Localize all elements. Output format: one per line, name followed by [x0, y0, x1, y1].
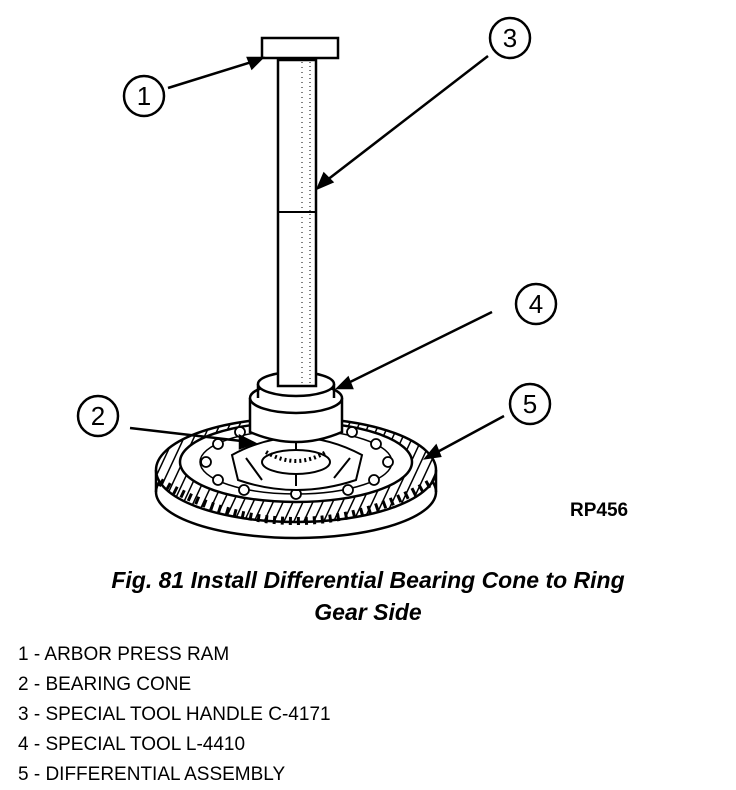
callout-1-label: 1	[137, 81, 151, 111]
figure-caption: Fig. 81 Install Differential Bearing Con…	[0, 564, 736, 628]
callout-4-label: 4	[529, 289, 543, 319]
callout-1: 1	[122, 74, 166, 118]
callout-5-label: 5	[523, 389, 537, 419]
legend-item-3: 3 - SPECIAL TOOL HANDLE C-4171	[18, 704, 331, 725]
legend-item-1: 1 - ARBOR PRESS RAM	[18, 644, 230, 665]
callout-5: 5	[508, 382, 552, 426]
figure-caption-line-2: Gear Side	[314, 599, 422, 625]
arbor-press-ram-drawing	[260, 36, 340, 60]
callout-2: 2	[76, 394, 120, 438]
callout-3: 3	[488, 16, 532, 60]
leader-lines	[129, 55, 505, 460]
legend-item-5: 5 - DIFFERENTIAL ASSEMBLY	[18, 764, 286, 785]
callout-3-label: 3	[503, 23, 517, 53]
legend-item-4: 4 - SPECIAL TOOL L-4410	[18, 734, 246, 755]
figure-caption-line-1: Fig. 81 Install Differential Bearing Con…	[111, 567, 625, 593]
tool-handle-c4171-drawing	[276, 58, 318, 388]
differential-assembly-drawing	[154, 416, 438, 540]
diagram-illustration: 1 3 4 2 5	[76, 16, 558, 540]
callout-2-label: 2	[91, 401, 105, 431]
parts-legend: 1 - ARBOR PRESS RAM 2 - BEARING CONE 3 -…	[18, 640, 331, 790]
figure-reference-code: RP456	[570, 500, 629, 521]
callout-4: 4	[514, 282, 558, 326]
legend-item-2: 2 - BEARING CONE	[18, 674, 192, 695]
